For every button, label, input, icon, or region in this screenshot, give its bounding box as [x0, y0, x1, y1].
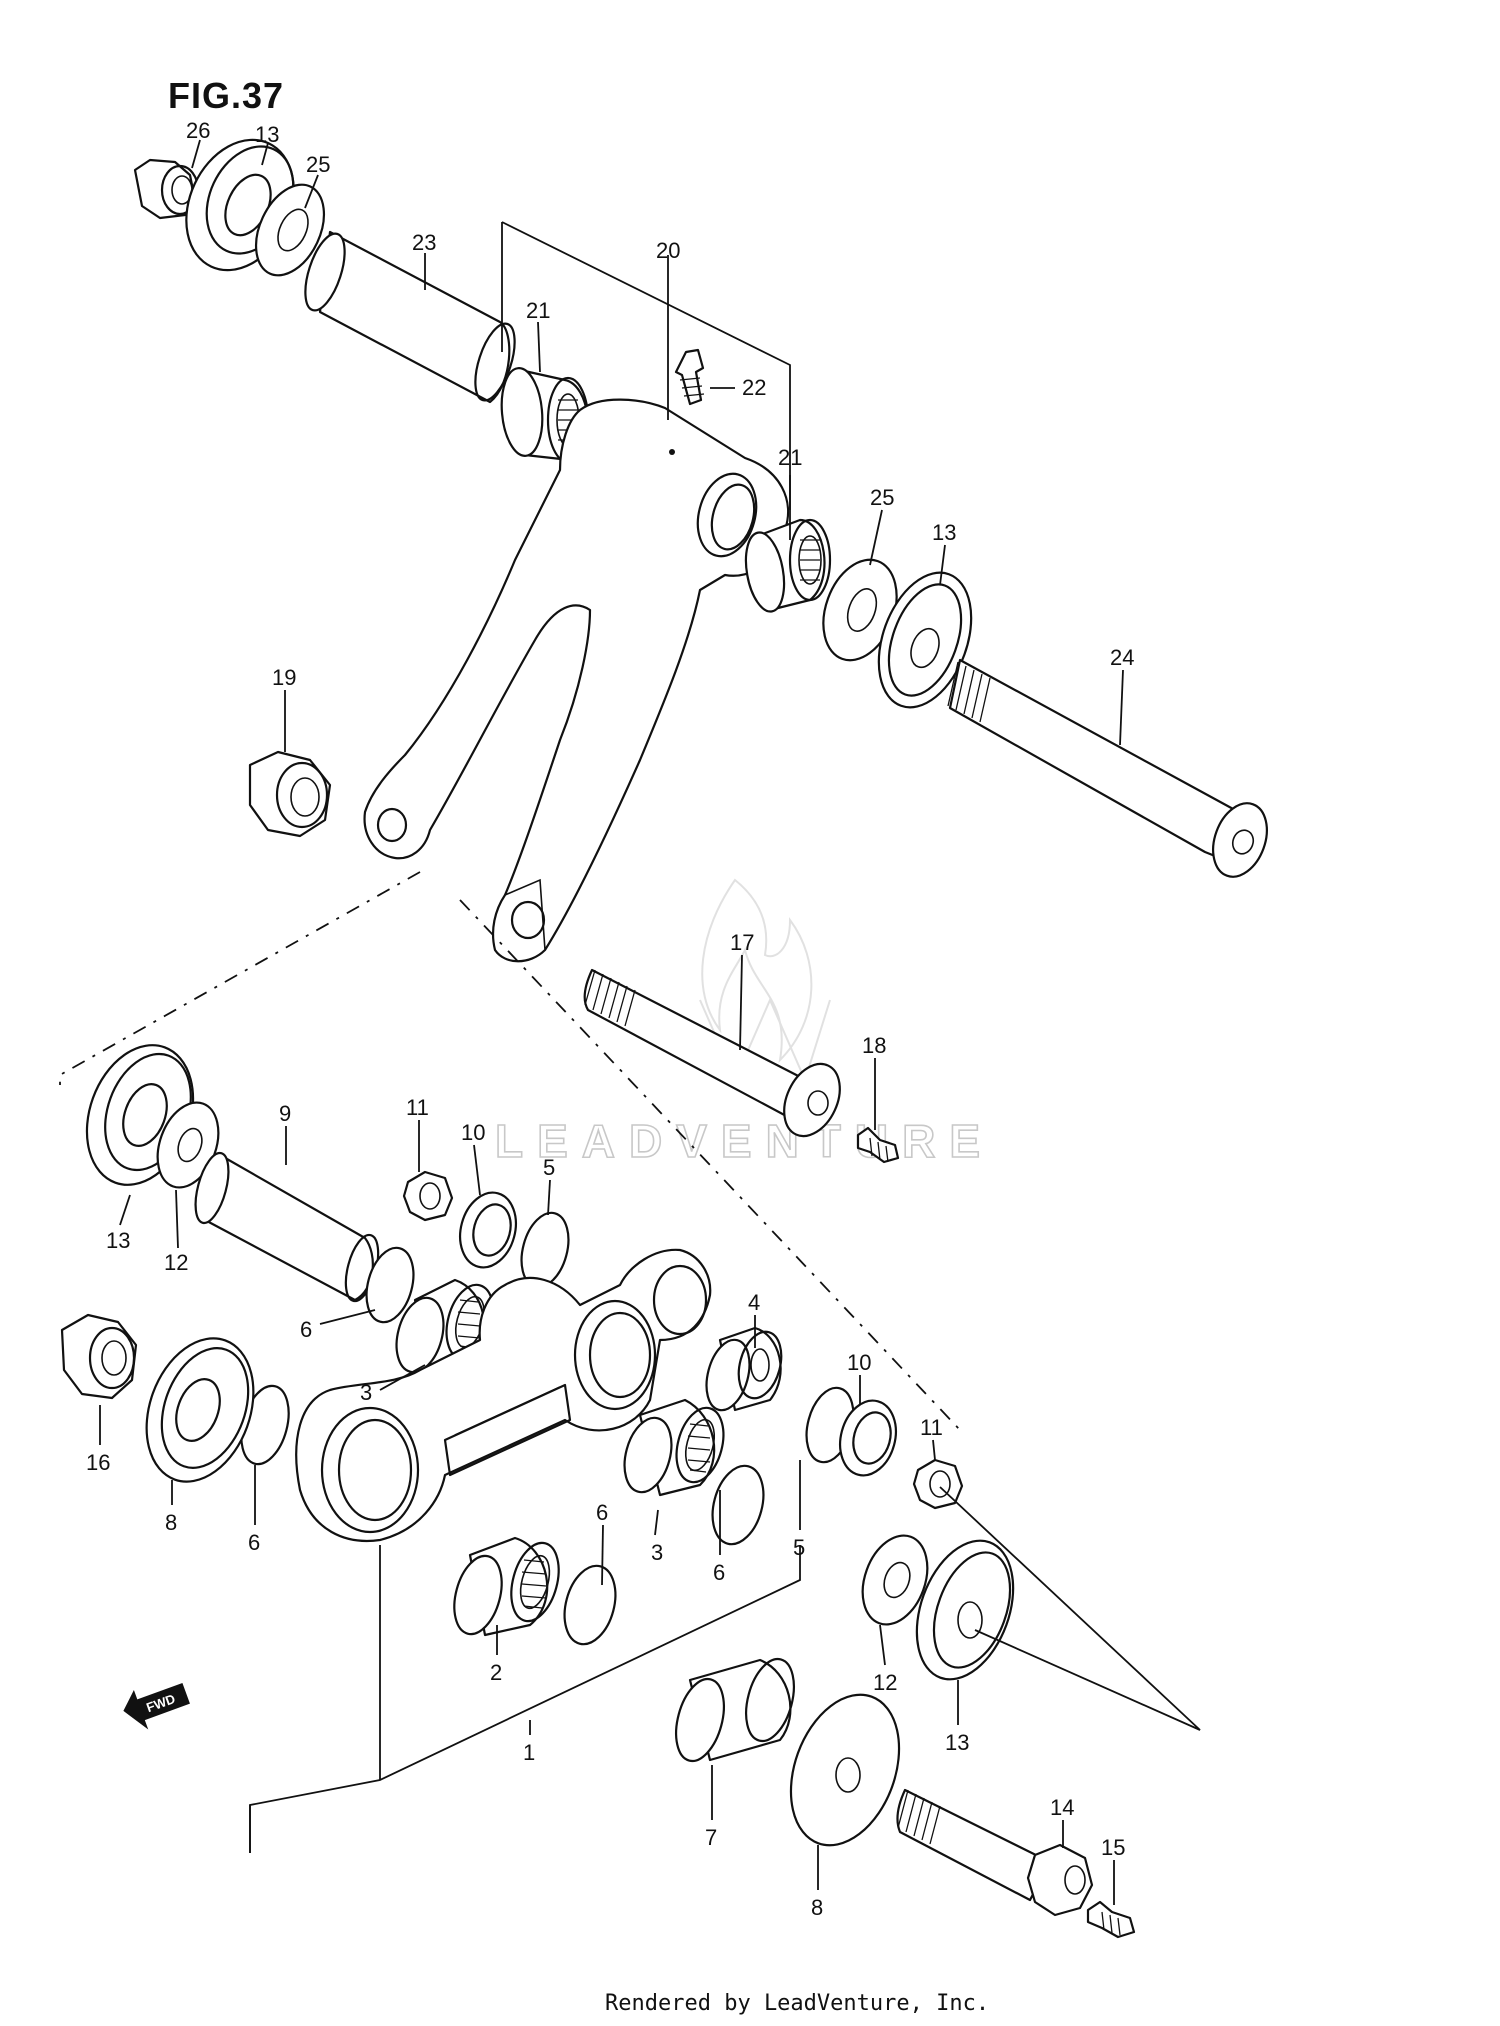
- part-10-bearing-b: [839, 1399, 897, 1477]
- bracket-20: [501, 221, 791, 510]
- leader-13b: [939, 544, 946, 586]
- dash-line-right: [459, 899, 961, 1431]
- callout-13-lower-right: 13: [945, 1730, 969, 1755]
- part-25-washer-upper: [254, 183, 326, 277]
- part-8-seal-lower-left: [145, 1337, 255, 1483]
- callout-6-d: 6: [596, 1500, 608, 1525]
- part-23-sleeve: [304, 230, 516, 404]
- part-22-grease-nipple: [674, 348, 705, 406]
- callout-20: 20: [656, 238, 680, 263]
- leader-10a: [473, 1144, 481, 1196]
- callout-12: 12: [164, 1250, 188, 1275]
- callout-8: 8: [165, 1510, 177, 1535]
- leader-12b: [879, 1624, 886, 1666]
- part-21-bearing-left: [500, 367, 590, 464]
- part-16-nut: [60, 1313, 138, 1400]
- part-15-grease-nipple: [1086, 1900, 1136, 1939]
- leader-13a: [261, 142, 269, 166]
- leader-3a: [379, 1364, 426, 1391]
- leader-3b: [654, 1509, 659, 1536]
- callout-23: 23: [412, 230, 436, 255]
- leader-25a: [304, 174, 319, 209]
- callout-18: 18: [862, 1033, 886, 1058]
- part-19-nut: [248, 750, 332, 838]
- part-6-o-ring-c: [711, 1464, 765, 1546]
- callout-3: 3: [360, 1380, 372, 1405]
- footer-credit: Rendered by LeadVenture, Inc.: [605, 1991, 989, 2016]
- fwd-arrow-icon: FWD: [123, 1682, 190, 1730]
- part-11-cap-a: [402, 1170, 454, 1222]
- callout-5: 5: [543, 1155, 555, 1180]
- part-14-bolt: [896, 1788, 1094, 1917]
- figure-label: FIG.37: [168, 75, 284, 116]
- callout-26: 26: [186, 118, 210, 143]
- watermark-text: LEADVENTURE: [495, 1115, 994, 1167]
- part-18-grease-nipple: [856, 1126, 900, 1164]
- part-20-cushion-lever: [363, 398, 790, 963]
- callout-6-c: 6: [713, 1560, 725, 1585]
- callout-19: 19: [272, 665, 296, 690]
- leader-26: [191, 139, 201, 169]
- callout-17: 17: [730, 930, 754, 955]
- callout-3-b: 3: [651, 1540, 663, 1565]
- part-7-collar: [675, 1657, 795, 1763]
- callout-2: 2: [490, 1660, 502, 1685]
- callout-13: 13: [255, 122, 279, 147]
- callout-8-b: 8: [811, 1895, 823, 1920]
- callout-16: 16: [86, 1450, 110, 1475]
- callout-25-right: 25: [870, 485, 894, 510]
- callout-1: 1: [523, 1740, 535, 1765]
- part-8-seal-lower-right: [789, 1693, 901, 1847]
- part-3-bearing-b: [623, 1398, 725, 1497]
- part-6-o-ring-d: [563, 1564, 617, 1646]
- callout-11: 11: [406, 1095, 429, 1120]
- callout-13-right: 13: [932, 520, 956, 545]
- part-9-sleeve: [194, 1151, 380, 1303]
- callout-21-right: 21: [778, 445, 802, 470]
- part-2-bearing: [453, 1536, 560, 1637]
- callout-4: 4: [748, 1290, 760, 1315]
- part-17-bolt: [583, 968, 841, 1138]
- callout-25: 25: [306, 152, 330, 177]
- callout-7: 7: [705, 1825, 717, 1850]
- part-13-seal-right: [877, 571, 973, 709]
- callout-22: 22: [742, 375, 766, 400]
- leader-25b: [869, 509, 883, 566]
- leader-12a: [175, 1189, 179, 1249]
- bracket-11-13: [939, 1486, 1201, 1731]
- part-12-washer-lower-right: [861, 1534, 929, 1626]
- callout-15: 15: [1101, 1835, 1125, 1860]
- part-6-o-ring-a: [365, 1246, 415, 1324]
- part-10-bearing-a: [459, 1191, 517, 1269]
- leader-13c: [119, 1194, 131, 1226]
- leader-24: [1119, 669, 1124, 746]
- callout-21: 21: [526, 298, 550, 323]
- callout-13-lower-left: 13: [106, 1228, 130, 1253]
- leader-21a: [537, 321, 541, 373]
- part-1-cushion-rod-link: [295, 1248, 712, 1542]
- leader-5a: [547, 1179, 551, 1216]
- callout-11-b: 11: [920, 1415, 943, 1440]
- part-24-bolt: [947, 658, 1268, 878]
- callout-12-b: 12: [873, 1670, 897, 1695]
- callout-10: 10: [461, 1120, 485, 1145]
- part-4-collar: [705, 1326, 783, 1412]
- leader-17: [739, 954, 743, 1051]
- callout-6: 6: [300, 1317, 312, 1342]
- dash-line-left: [59, 871, 421, 1085]
- part-13-seal-lower-right: [915, 1539, 1015, 1681]
- callout-5-b: 5: [793, 1535, 805, 1560]
- part-25-washer-right: [822, 558, 898, 662]
- callout-24: 24: [1110, 645, 1134, 670]
- leader-6a: [319, 1309, 376, 1325]
- callout-14: 14: [1050, 1795, 1074, 1820]
- part-21-bearing-right: [744, 518, 832, 613]
- callout-9: 9: [279, 1101, 291, 1126]
- callout-6-b: 6: [248, 1530, 260, 1555]
- callout-10-b: 10: [847, 1350, 871, 1375]
- leader-6d: [601, 1524, 604, 1586]
- leader-11b: [932, 1439, 936, 1461]
